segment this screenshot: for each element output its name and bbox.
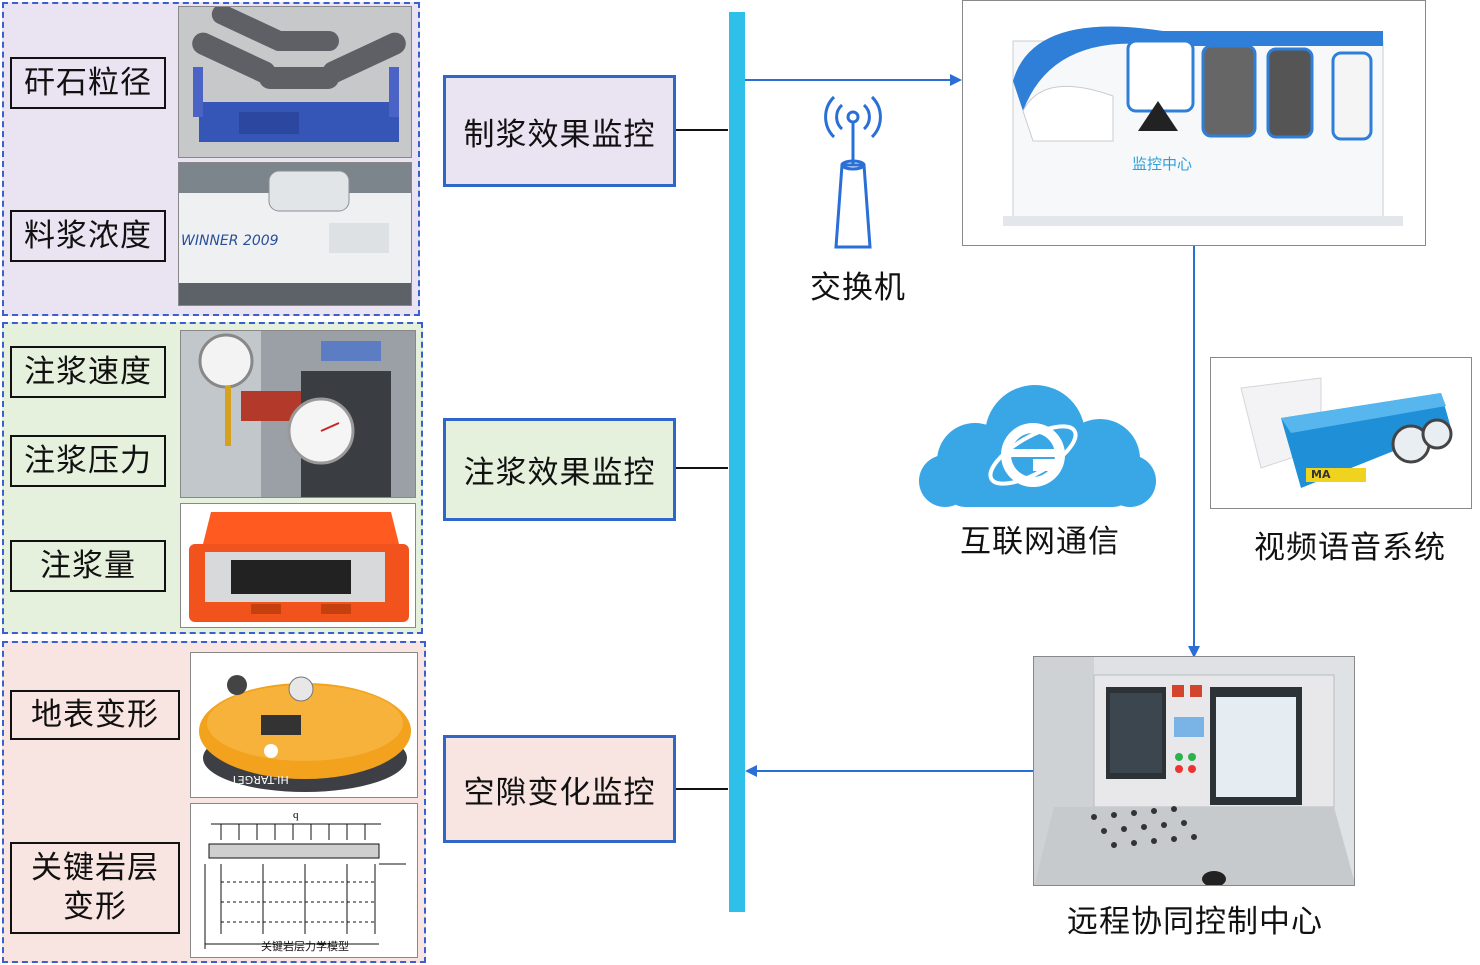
monitor-grouting-box: 注浆效果监控 [443,418,676,521]
label-slurry-concentration: 料浆浓度 [10,210,166,262]
remote-control-center-photo [1033,656,1355,886]
key-stratum-line2: 变形 [63,889,127,925]
label-grouting-volume: 注浆量 [10,540,166,592]
label-grouting-speed: 注浆速度 [10,346,166,398]
video-brand-text: MA [1311,468,1331,481]
switch-label: 交换机 [810,270,906,306]
data-logger-case-photo [180,503,416,628]
particle-analyzer-photo: WINNER 2009 [178,162,412,306]
label-grouting-pressure: 注浆压力 [10,435,166,487]
conveyor-idler-photo [178,6,412,158]
monitor-void-change-box: 空隙变化监控 [443,735,676,843]
label-gangue-particle-size: 矸石粒径 [10,57,166,109]
antenna-icon [818,95,888,260]
label-key-stratum-deformation: 关键岩层 变形 [10,842,180,934]
key-stratum-line1: 关键岩层 [31,850,159,887]
internet-cloud-icon [915,383,1160,508]
model-q-label: q [293,809,299,821]
mechanics-model-figure: q 关键岩层力学模型 [190,803,418,958]
monitor-room-sign: 监控中心 [1131,155,1192,173]
network-bus [729,12,745,912]
label-surface-deformation: 地表变形 [10,690,180,740]
analyzer-brand-text: WINNER 2009 [181,233,279,249]
pressure-gauge-photo [180,330,416,498]
remote-control-center-label: 远程协同控制中心 [1067,904,1323,940]
video-system-label: 视频语音系统 [1254,530,1446,566]
monitor-slurry-prep-box: 制浆效果监控 [443,75,676,187]
monitoring-center-photo: 监控中心 [962,0,1426,246]
video-voice-device-photo: MA [1210,357,1472,509]
model-caption: 关键岩层力学模型 [261,940,349,953]
internet-label: 互联网通信 [960,524,1120,560]
gnss-receiver-photo: HI-TARGET [190,652,418,798]
